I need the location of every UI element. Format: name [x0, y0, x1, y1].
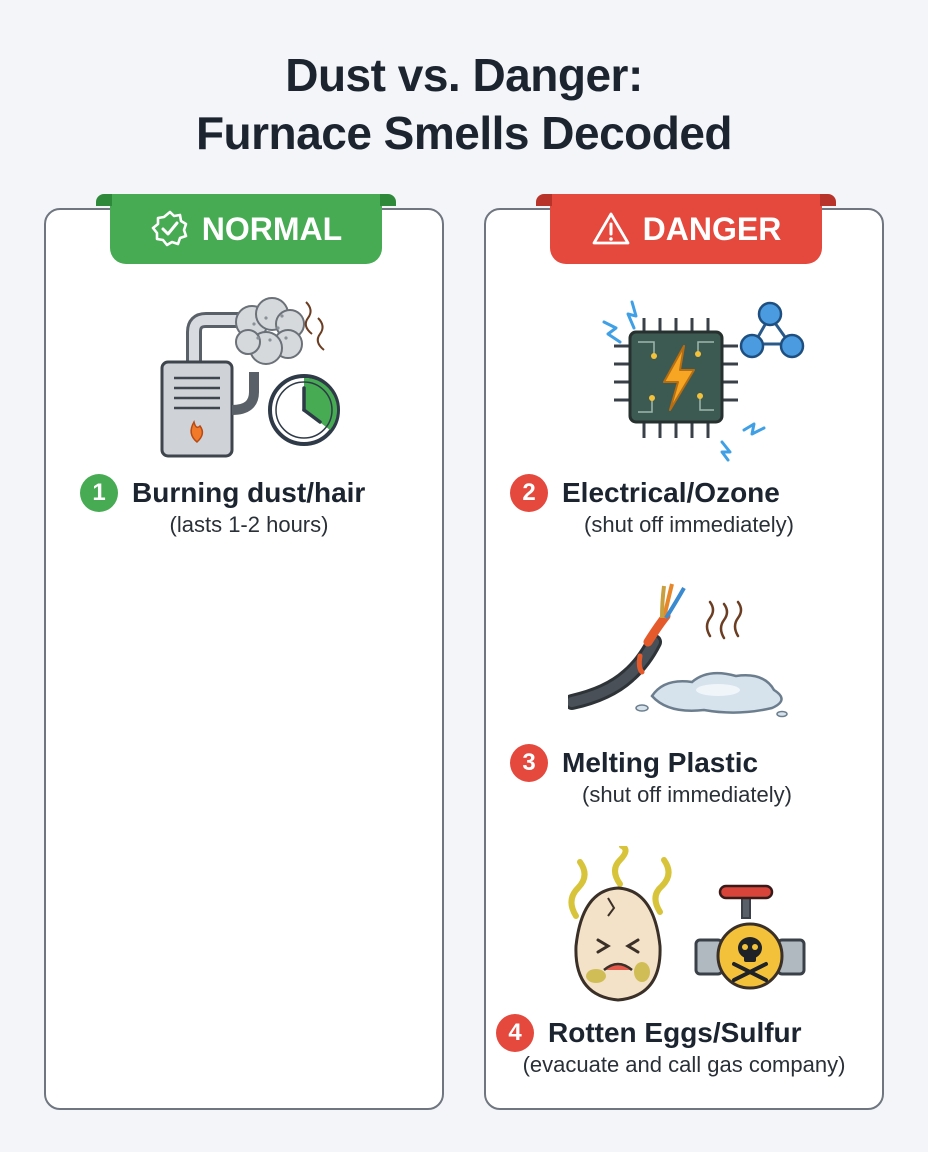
- check-badge-icon: [151, 210, 188, 247]
- item-note: (shut off immediately): [582, 782, 792, 807]
- danger-card: DANGER 2 Electrical/Ozone (shut off imme…: [484, 194, 884, 1110]
- item-number-badge: 1: [80, 474, 118, 512]
- page-title: Dust vs. Danger: Furnace Smells Decoded: [0, 46, 928, 162]
- item-label: Burning dust/hair: [132, 477, 366, 508]
- item-melting-plastic: 3 Melting Plastic: [510, 744, 758, 782]
- normal-badge-label: NORMAL: [201, 210, 343, 247]
- danger-badge-label: DANGER: [642, 210, 782, 247]
- item-burning-dust: 1 Burning dust/hair: [80, 474, 365, 512]
- circuit-chip-icon: [602, 300, 805, 462]
- item-note: (lasts 1-2 hours): [169, 512, 329, 537]
- item-number-badge: 2: [510, 474, 548, 512]
- item-number-badge: 4: [496, 1014, 534, 1052]
- title-line-1: Dust vs. Danger:: [285, 49, 643, 101]
- warning-triangle-icon: [592, 212, 630, 245]
- item-note: (shut off immediately): [584, 512, 794, 537]
- normal-card: NORMAL 1 Burni: [44, 194, 444, 1110]
- rotten-egg-gas-valve-icon: [568, 846, 806, 1002]
- item-number-badge: 3: [510, 744, 548, 782]
- item-electrical-ozone: 2 Electrical/Ozone: [510, 474, 780, 512]
- title-line-2: Furnace Smells Decoded: [195, 107, 733, 159]
- furnace-dust-timer-icon: [160, 297, 340, 458]
- danger-badge: DANGER: [536, 194, 836, 264]
- item-rotten-eggs-sulfur: 4 Rotten Eggs/Sulfur: [496, 1014, 802, 1052]
- item-label: Melting Plastic: [562, 747, 759, 778]
- melting-wire-icon: [568, 583, 788, 718]
- normal-badge: NORMAL: [96, 194, 396, 264]
- item-label: Rotten Eggs/Sulfur: [548, 1017, 802, 1048]
- item-label: Electrical/Ozone: [562, 477, 780, 508]
- item-note: (evacuate and call gas company): [522, 1052, 846, 1077]
